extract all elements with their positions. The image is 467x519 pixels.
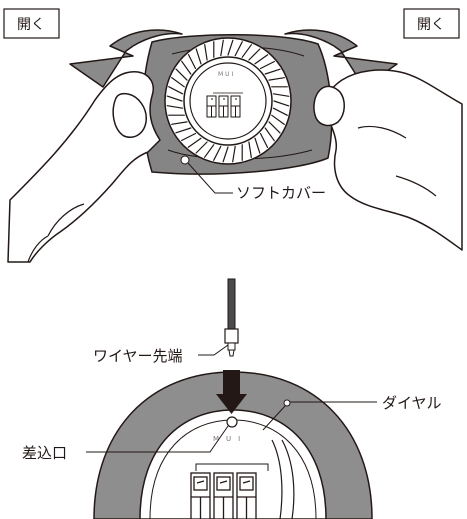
- dial-rib: [187, 53, 197, 70]
- left-thumb: [112, 92, 147, 138]
- soft-cover-label: ソフトカバー: [236, 184, 326, 202]
- bottom-panel: MUI ワイヤー先端 ダイ: [22, 278, 442, 519]
- dial-rib: [166, 95, 183, 102]
- dial-rib: [272, 93, 290, 97]
- dial-rib: [248, 141, 252, 158]
- inlet-label: 差込口: [22, 444, 67, 462]
- dial-rib: [222, 146, 229, 163]
- dial-rib: [259, 132, 269, 148]
- dial-rib: [264, 127, 275, 142]
- dial-rib: [166, 105, 184, 109]
- inlet-hole: [226, 416, 238, 428]
- wire-cable: [227, 278, 236, 330]
- soft-cover-leader-line: [187, 162, 233, 194]
- inlet-leader-line: [86, 425, 229, 453]
- dial-rib: [220, 39, 224, 57]
- dial-rib: [254, 54, 269, 65]
- right-thumb: [313, 85, 345, 127]
- dial-rib: [248, 48, 261, 61]
- dial-rib: [268, 77, 285, 81]
- dial-rib: [175, 68, 188, 81]
- dial-rib: [268, 121, 281, 134]
- dial-rib: [171, 76, 185, 88]
- open-label-box-right: [403, 8, 460, 39]
- open-label-left: 開く: [17, 17, 45, 33]
- dial-rib: [213, 145, 222, 161]
- right-hand: [324, 69, 463, 251]
- terminal-block-bottom: [190, 472, 257, 519]
- dial-pointer-dot: [283, 399, 291, 407]
- open-label-box-left: [3, 8, 60, 39]
- dial-rib: [227, 39, 234, 56]
- dial-rib: [195, 48, 202, 65]
- dial-rib: [264, 68, 281, 75]
- dial-rib: [272, 107, 288, 116]
- wire-connector: [224, 328, 239, 344]
- device-mark-top: MUI: [218, 71, 235, 78]
- terminal-block-top: [206, 95, 241, 118]
- dial-rib: [271, 114, 285, 126]
- dial-rib: [168, 86, 184, 95]
- open-arrow-left-icon: [69, 29, 183, 88]
- insert-arrow-shaft: [223, 370, 240, 396]
- wire-tip: [228, 349, 235, 357]
- dial-rib: [232, 145, 236, 163]
- dial-rib: [234, 41, 243, 57]
- dial-label: ダイヤル: [382, 394, 442, 412]
- dial-rib: [187, 137, 202, 148]
- dial-rib: [259, 60, 275, 70]
- top-panel: MUI 開く: [3, 8, 463, 263]
- open-label-right: 開く: [417, 17, 445, 33]
- insert-arrow-head-icon: [216, 394, 247, 414]
- dial-rib: [181, 132, 197, 142]
- dial-rib: [171, 121, 188, 125]
- dial-rib: [273, 100, 290, 107]
- dial-rib: [254, 137, 261, 154]
- dial-rib: [241, 44, 252, 58]
- dial-rib: [204, 144, 215, 158]
- dial-rib: [195, 141, 208, 154]
- soft-cover-pointer-dot: [180, 155, 190, 165]
- wire-tip-label: ワイヤー先端: [93, 347, 183, 365]
- dial-rib: [175, 127, 192, 134]
- dial-rib: [181, 60, 192, 75]
- device-mark-bottom: MUI: [213, 435, 247, 443]
- dial-rib: [204, 43, 208, 61]
- wire-tip-leader-line: [198, 344, 229, 356]
